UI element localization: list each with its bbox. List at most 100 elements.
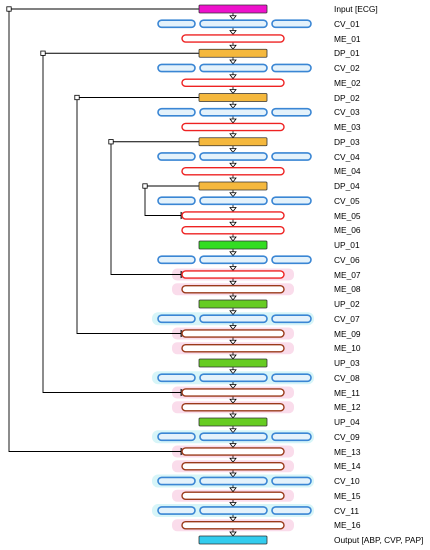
merge-block (181, 225, 285, 235)
flow-arrow (229, 398, 237, 404)
layer-dp-04 (198, 181, 268, 191)
layer-me-04 (181, 166, 285, 176)
layer-up-03 (198, 358, 268, 368)
merge-block (181, 78, 285, 88)
conv-block (157, 196, 196, 206)
layer-cv-11 (157, 506, 312, 515)
skip-connection (144, 185, 200, 216)
flow-arrow (229, 354, 237, 360)
dp-block (198, 93, 268, 102)
merge-block (181, 34, 285, 43)
merge-block (181, 388, 285, 397)
conv-block (157, 373, 196, 383)
skip-junction (6, 6, 12, 12)
dp-block (198, 181, 268, 191)
layer-output-abp-cvp-pap (198, 535, 268, 545)
layer-cv-02 (157, 63, 312, 73)
flow-arrow (229, 502, 237, 508)
conv-block (199, 19, 268, 29)
merge-block (181, 343, 285, 353)
up-block (198, 240, 268, 250)
merge-block (181, 402, 285, 412)
layer-dp-01 (198, 48, 268, 58)
flow-arrow (229, 74, 237, 80)
flow-arrow (229, 295, 237, 301)
conv-block (271, 314, 312, 324)
conv-block (157, 255, 196, 265)
flow-arrow (229, 118, 237, 124)
flow-arrow (229, 472, 237, 478)
conv-block (157, 107, 196, 117)
flow-arrow (229, 369, 237, 375)
flow-arrow (229, 133, 237, 139)
flow-arrow (229, 310, 237, 316)
merge-block (181, 520, 285, 530)
merge-block (181, 329, 285, 338)
conv-block (157, 506, 196, 515)
dp-block (198, 137, 268, 147)
layer-me-13 (181, 447, 285, 456)
layer-me-02 (181, 78, 285, 88)
conv-block (271, 196, 312, 206)
output-block (198, 535, 268, 545)
skip-connection (42, 52, 200, 393)
flow-arrow (229, 325, 237, 331)
conv-block (157, 63, 196, 73)
conv-block (157, 476, 196, 486)
skip-connection (76, 97, 200, 334)
conv-block (199, 432, 268, 442)
layer-me-10 (181, 343, 285, 353)
skip-junction (40, 50, 46, 56)
conv-block (199, 63, 268, 73)
layer-me-07 (181, 270, 285, 279)
flow-arrow (229, 103, 237, 109)
flow-arrow (229, 339, 237, 345)
layer-cv-09 (157, 432, 312, 442)
merge-block (181, 166, 285, 176)
merge-block (181, 270, 285, 279)
merge-block (181, 461, 285, 471)
flow-arrow (229, 413, 237, 419)
flow-arrow (229, 384, 237, 390)
layer-cv-03 (157, 107, 312, 117)
layer-me-14 (181, 461, 285, 471)
dp-block (198, 48, 268, 58)
input-block (198, 4, 268, 14)
conv-block (199, 314, 268, 324)
layer-input-ecg (198, 4, 268, 14)
conv-block (271, 63, 312, 73)
up-block (198, 358, 268, 368)
flow-arrow (229, 516, 237, 522)
conv-block (199, 506, 268, 515)
layer-up-01 (198, 240, 268, 250)
conv-block (199, 152, 268, 161)
merge-block (181, 447, 285, 456)
flow-arrow (229, 148, 237, 154)
layer-dp-02 (198, 93, 268, 102)
layer-cv-08 (157, 373, 312, 383)
conv-block (199, 107, 268, 117)
layer-me-05 (181, 211, 285, 220)
up-block (198, 299, 268, 309)
conv-block (199, 255, 268, 265)
skip-connection (110, 141, 200, 275)
up-block (198, 417, 268, 427)
layer-me-11 (181, 388, 285, 397)
flow-arrow (229, 15, 237, 21)
flow-arrow (229, 443, 237, 449)
conv-block (271, 506, 312, 515)
flow-arrow (229, 207, 237, 213)
conv-block (157, 314, 196, 324)
flow-arrow (229, 236, 237, 242)
flow-arrow (229, 162, 237, 168)
conv-block (157, 19, 196, 29)
layer-me-15 (181, 491, 285, 501)
layer-cv-06 (157, 255, 312, 265)
conv-block (199, 476, 268, 486)
flow-arrow (229, 280, 237, 286)
flow-arrow (229, 487, 237, 493)
flow-arrow (229, 428, 237, 434)
layer-me-09 (181, 329, 285, 338)
layer-me-06 (181, 225, 285, 235)
